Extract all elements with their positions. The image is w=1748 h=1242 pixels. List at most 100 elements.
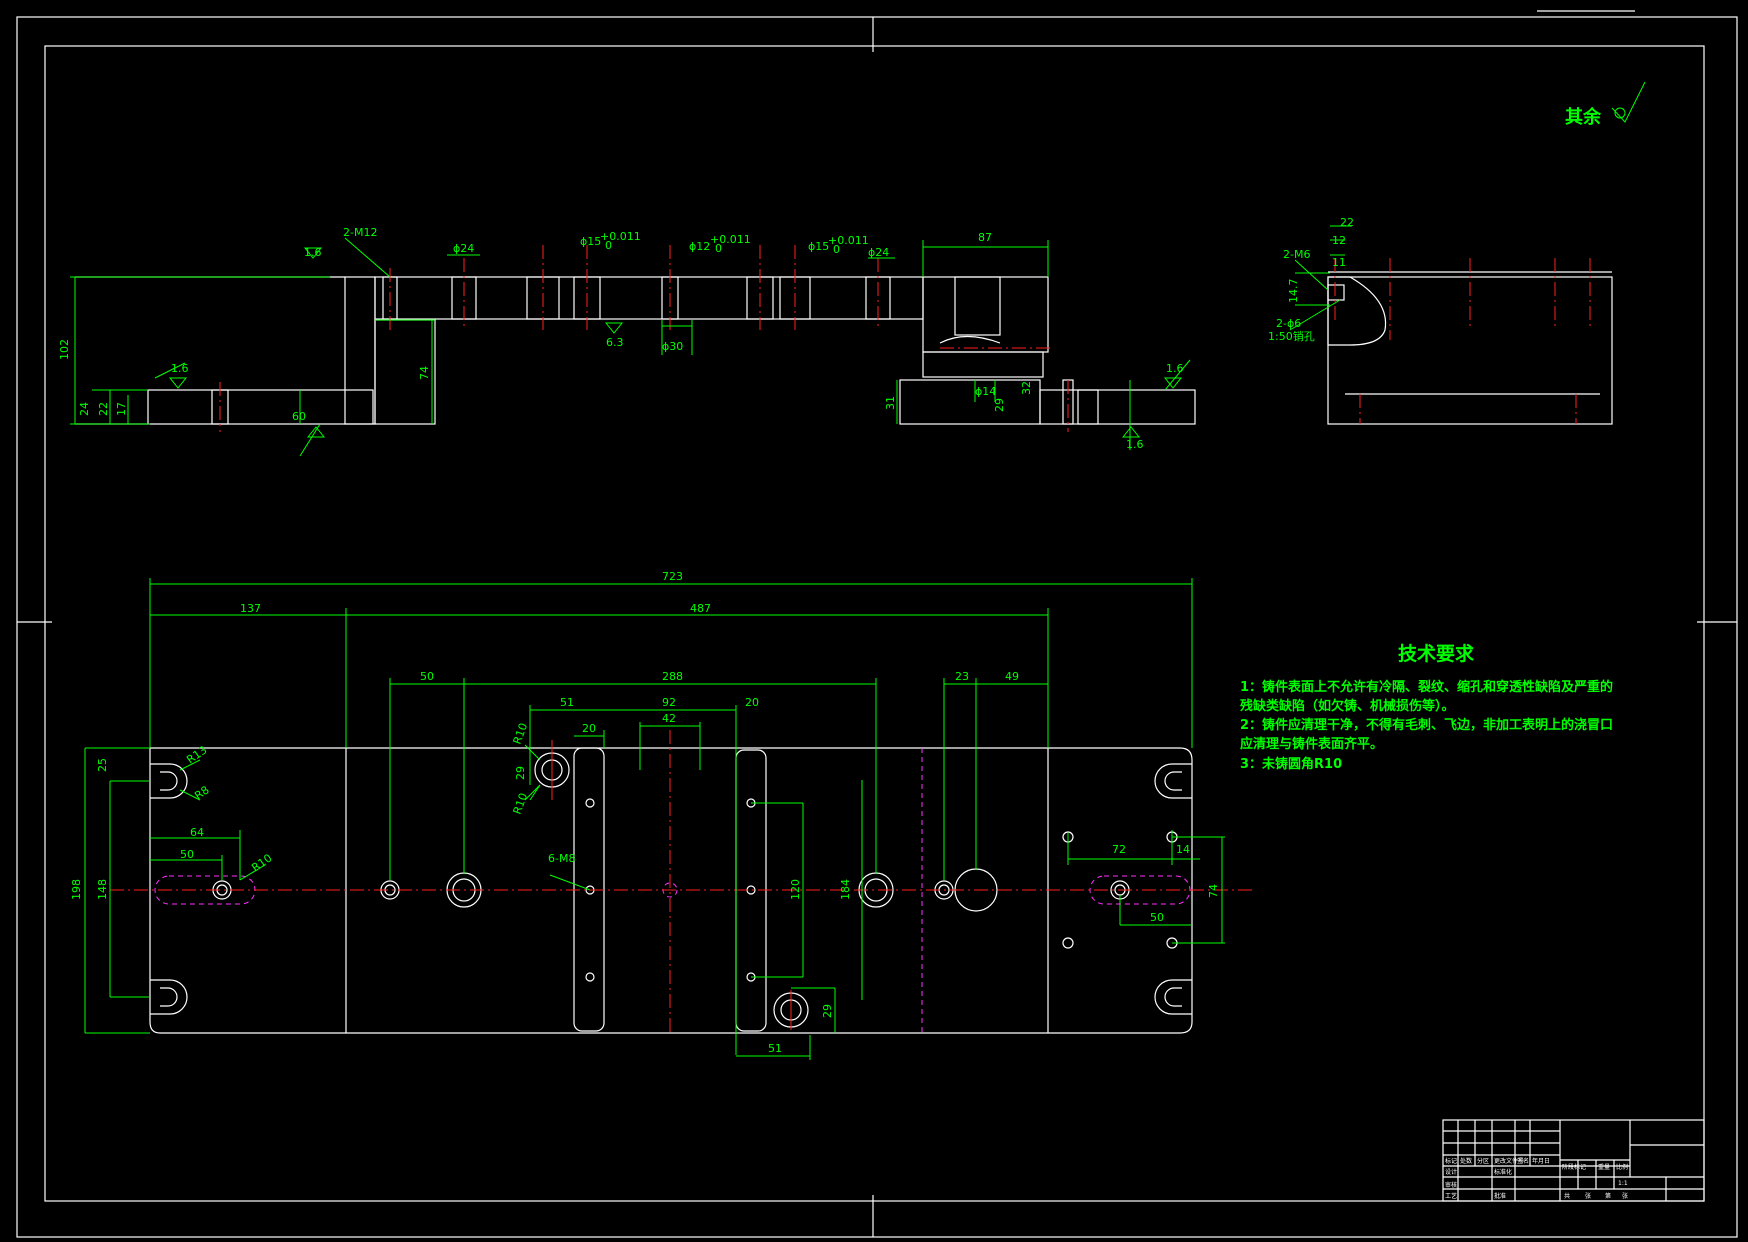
diam-24-a: ϕ24	[453, 242, 474, 255]
top-plan-view	[84, 578, 1255, 1060]
dim-288: 288	[662, 670, 683, 683]
dim-29-a: 29	[514, 766, 527, 780]
side-dim-22: 22	[1340, 216, 1354, 229]
roughness-triangle-icon	[1163, 377, 1183, 389]
tb-approve: 批准	[1494, 1192, 1506, 1200]
diam-15-a: ϕ15	[580, 235, 601, 248]
side-dim-12: 12	[1332, 234, 1346, 247]
tech-req-line-4: 应清理与铸件表面齐平。	[1240, 736, 1383, 752]
side-callout-taper-pin: 1:50销孔	[1268, 329, 1315, 343]
dim-14: 14	[1176, 843, 1190, 856]
tb-review: 审核	[1445, 1181, 1457, 1189]
dim-17: 17	[115, 402, 128, 416]
side-dim-14-7: 14.7	[1287, 279, 1300, 304]
diam-12: ϕ12	[689, 240, 710, 253]
tech-req-line-5: 3：未铸圆角R10	[1240, 756, 1342, 772]
dim-50-a: 50	[420, 670, 434, 683]
tb-sheet-unit-a: 张	[1585, 1192, 1591, 1200]
tb-scale-value: 1:1	[1618, 1180, 1628, 1187]
side-dim-11: 11	[1332, 256, 1346, 269]
dim-723: 723	[662, 570, 683, 583]
tb-weight: 重量	[1598, 1163, 1610, 1171]
roughness-triangle-icon	[306, 426, 326, 438]
tb-design: 设计	[1445, 1168, 1457, 1176]
roughness-note-text: 其余	[1565, 106, 1602, 128]
tolerance-low-c: 0	[833, 243, 840, 256]
roughness-1-6-b: 1.6	[171, 362, 189, 375]
diam-14: ϕ14	[975, 385, 996, 398]
radius-r10-b: R10	[511, 721, 531, 746]
tech-req-line-1: 1：铸件表面上不允许有冷隔、裂纹、缩孔和穿透性缺陷及严重的	[1240, 679, 1613, 695]
tb-sheet-total: 共	[1564, 1192, 1570, 1200]
dim-74: 74	[418, 366, 431, 380]
tb-standard: 标准化	[1494, 1168, 1512, 1176]
dim-20-a: 20	[745, 696, 759, 709]
title-block: 标记 处数 分区 更改文件号 签名 年月日 设计 标准化 审核 工艺 批准 阶段…	[1442, 1119, 1705, 1202]
roughness-symbol-icon	[1611, 81, 1646, 123]
radius-r10-c: R10	[511, 791, 531, 816]
tolerance-a: +0.011	[600, 230, 641, 243]
tb-sheet-unit-b: 张	[1622, 1192, 1628, 1200]
callout-6m8: 6-M8	[548, 852, 575, 865]
dim-51-b: 51	[768, 1042, 782, 1055]
dim-51-a: 51	[560, 696, 574, 709]
tech-req-line-2: 残缺类缺陷（如欠铸、机械损伤等）。	[1240, 698, 1455, 714]
general-roughness-note: 其余	[1565, 81, 1646, 128]
roughness-1-6-a: 1.6	[304, 246, 322, 259]
dim-87: 87	[978, 231, 992, 244]
dim-102: 102	[58, 339, 71, 360]
dim-64: 64	[190, 826, 204, 839]
radius-r10-a: R10	[249, 851, 274, 874]
tb-sheet-no: 第	[1605, 1192, 1611, 1200]
dim-42: 42	[662, 712, 676, 725]
dim-22: 22	[97, 402, 110, 416]
dim-148: 148	[96, 879, 109, 900]
tb-date: 年月日	[1532, 1157, 1550, 1165]
dim-120: 120	[789, 879, 802, 900]
dim-25: 25	[96, 758, 109, 772]
front-section-view	[70, 237, 1196, 457]
side-callout-2m6: 2-M6	[1283, 248, 1310, 261]
dim-487: 487	[690, 602, 711, 615]
tech-req-line-3: 2：铸件应清理干净，不得有毛刺、飞边，非加工表明上的浇冒口	[1240, 717, 1613, 733]
tb-process: 工艺	[1445, 1192, 1457, 1200]
diam-24-b: ϕ24	[868, 246, 889, 259]
dim-60: 60	[292, 410, 306, 423]
radius-r13: R13	[184, 743, 209, 766]
roughness-triangle-icon	[303, 247, 323, 259]
dim-137: 137	[240, 602, 261, 615]
dim-74: 74	[1207, 884, 1220, 898]
side-callout-2-phi6: 2-ϕ6	[1276, 317, 1301, 330]
dim-23: 23	[955, 670, 969, 683]
dim-49: 49	[1005, 670, 1019, 683]
roughness-triangle-icon	[604, 322, 624, 334]
drawing-frame	[16, 10, 1738, 1238]
dim-72: 72	[1112, 843, 1126, 856]
roughness-1-6-d: 1.6	[1126, 438, 1144, 451]
dim-32: 32	[1020, 381, 1033, 395]
tolerance-c: +0.011	[828, 234, 869, 247]
tolerance-low-a: 0	[605, 239, 612, 252]
dim-50-c: 50	[1150, 911, 1164, 924]
technical-requirements: 技术要求 1：铸件表面上不允许有冷隔、裂纹、缩孔和穿透性缺陷及严重的 残缺类缺陷…	[1240, 642, 1613, 772]
callout-2m12: 2-M12	[343, 226, 377, 239]
dim-50-b: 50	[180, 848, 194, 861]
tech-req-title: 技术要求	[1398, 642, 1475, 665]
roughness-triangle-icon	[1121, 426, 1141, 438]
radius-r8: R8	[192, 783, 211, 802]
tb-zone: 分区	[1477, 1157, 1489, 1165]
dim-29-b: 29	[821, 1004, 834, 1018]
tolerance-low-b: 0	[715, 242, 722, 255]
diam-15-b: ϕ15	[808, 240, 829, 253]
dim-184: 184	[839, 879, 852, 900]
dim-198: 198	[70, 879, 83, 900]
tb-sign: 签名	[1517, 1157, 1529, 1165]
dim-31: 31	[884, 396, 897, 410]
tb-change-doc: 更改文件号	[1494, 1157, 1524, 1165]
dim-92: 92	[662, 696, 676, 709]
tb-stage: 阶段标记	[1562, 1163, 1586, 1171]
front-view-labels: 2-M12 1.6 1.6 1.6 1.6 6.3 ϕ24 ϕ15 ϕ12 ϕ1…	[58, 226, 1184, 451]
side-view	[1289, 225, 1613, 425]
diam-30: ϕ30	[662, 340, 683, 353]
